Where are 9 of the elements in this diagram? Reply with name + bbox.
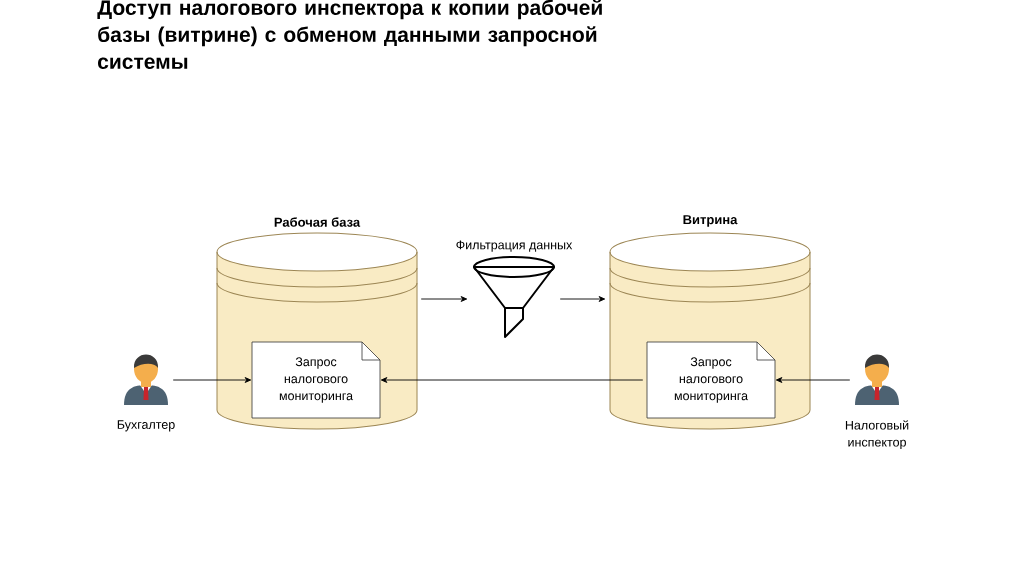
arrow <box>380 377 644 383</box>
person-caption: Налоговый инспектор <box>845 420 909 450</box>
diagram-title: Доступ налогового инспектора к копии рабочей базы (витрине) с обменом данными запросной системы <box>97 0 602 70</box>
heading: Витрина <box>683 215 738 227</box>
arrow <box>420 296 468 302</box>
heading: Рабочая база <box>274 217 361 227</box>
arrow <box>559 296 606 302</box>
person-caption: Бухгалтер <box>117 420 175 432</box>
node-label: Фильтрация данных <box>456 240 573 252</box>
